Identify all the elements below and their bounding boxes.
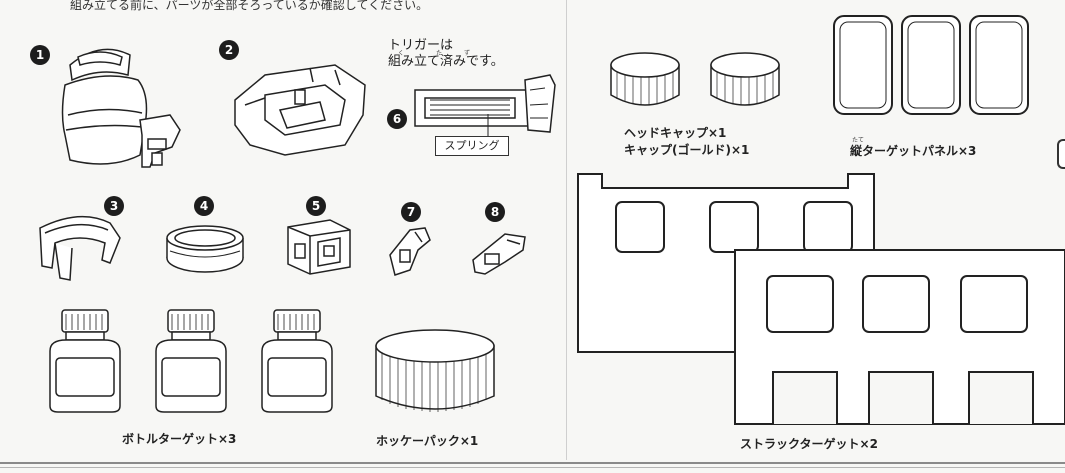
part-1-head-body-illustration xyxy=(61,48,181,168)
column-divider xyxy=(566,0,567,460)
part-number-7: 7 xyxy=(401,202,421,222)
hockey-puck-illustration xyxy=(375,329,495,412)
trigger-note-line-2: 組み立て済みです。 xyxy=(388,54,504,69)
bottle-target-illustration-3 xyxy=(261,309,333,413)
part-number-3: 3 xyxy=(104,196,124,216)
trigger-ruby-zu: ず xyxy=(464,50,471,57)
part-number-8: 8 xyxy=(485,202,505,222)
part-3-collar-illustration xyxy=(39,215,121,281)
instruction-text: 組み立てる前に、パーツが全部そろっているか確認してください。 xyxy=(70,0,429,12)
part-5-block-illustration xyxy=(287,219,351,275)
trigger-note: トリガーは 組み立て済みです。 xyxy=(388,38,504,70)
part-number-6: 6 xyxy=(387,109,407,129)
edge-tab-mark xyxy=(1057,139,1065,169)
trigger-ruby-ta: た xyxy=(436,50,443,57)
part-number-1: 1 xyxy=(30,45,50,65)
bottle-target-caption: ボトルターゲット×3 xyxy=(122,432,237,446)
bottle-target-illustration-1 xyxy=(49,309,121,413)
hockey-puck-caption: ホッケーパック×1 xyxy=(376,434,479,448)
part-2-chassis-illustration xyxy=(234,64,366,156)
gold-cap-caption: キャップ(ゴールド)×1 xyxy=(624,143,750,157)
bottle-target-illustration-2 xyxy=(155,309,227,413)
bottom-rule xyxy=(0,462,1065,464)
vertical-panel-caption: 縦ターゲットパネル×3 xyxy=(850,144,977,158)
part-7-clip-illustration xyxy=(389,227,431,276)
part-number-2: 2 xyxy=(219,40,239,60)
vertical-target-panels-illustration xyxy=(833,15,1029,115)
spring-label: スプリング xyxy=(435,136,509,156)
part-6-trigger-illustration xyxy=(414,74,556,136)
bottom-rule-thin xyxy=(0,467,1065,468)
struck-target-illustration-front xyxy=(734,249,1065,425)
vertical-panel-ruby: たて xyxy=(852,137,865,144)
trigger-ruby-ku: く xyxy=(398,50,405,57)
part-8-clip-illustration xyxy=(472,233,526,275)
part-4-ring-illustration xyxy=(166,225,244,273)
head-cap-caption: ヘッドキャップ×1 xyxy=(624,126,727,140)
struck-target-caption: ストラックターゲット×2 xyxy=(740,437,878,451)
head-cap-illustration xyxy=(610,52,680,106)
trigger-note-line-1: トリガーは xyxy=(388,38,454,53)
part-number-5: 5 xyxy=(306,196,326,216)
part-number-4: 4 xyxy=(194,196,214,216)
gold-cap-illustration xyxy=(710,52,780,106)
